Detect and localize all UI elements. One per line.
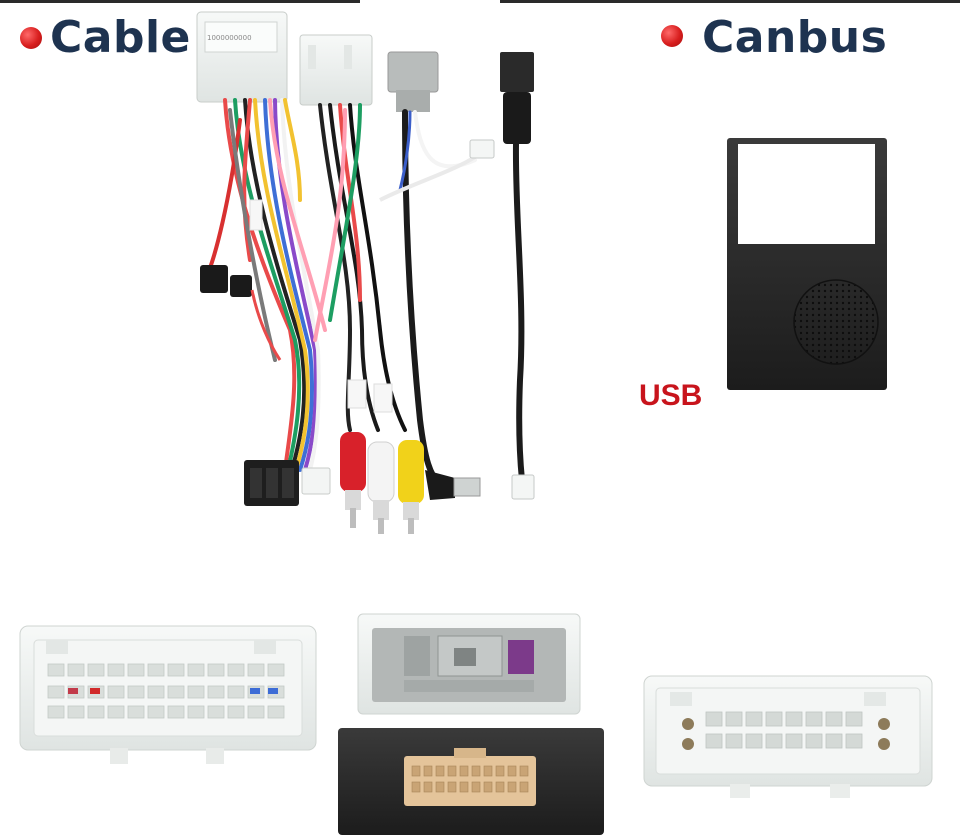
connector-middle — [357, 613, 581, 715]
svg-text:1000000000: 1000000000 — [207, 34, 252, 42]
bullet-dot-icon — [20, 27, 42, 49]
usb-label: USB — [639, 379, 703, 412]
connector-box-bottom — [338, 728, 604, 835]
canbus-box — [727, 138, 887, 390]
canbus-heading: Canbus — [702, 12, 888, 63]
connector-right — [643, 675, 933, 798]
cable-harness: 1000000000 — [196, 11, 535, 534]
top-border-left — [0, 0, 360, 3]
bullet-dot-icon — [661, 25, 683, 47]
top-border-right — [500, 0, 960, 3]
cable-heading: Cable — [50, 12, 191, 63]
connector-left — [19, 625, 317, 764]
